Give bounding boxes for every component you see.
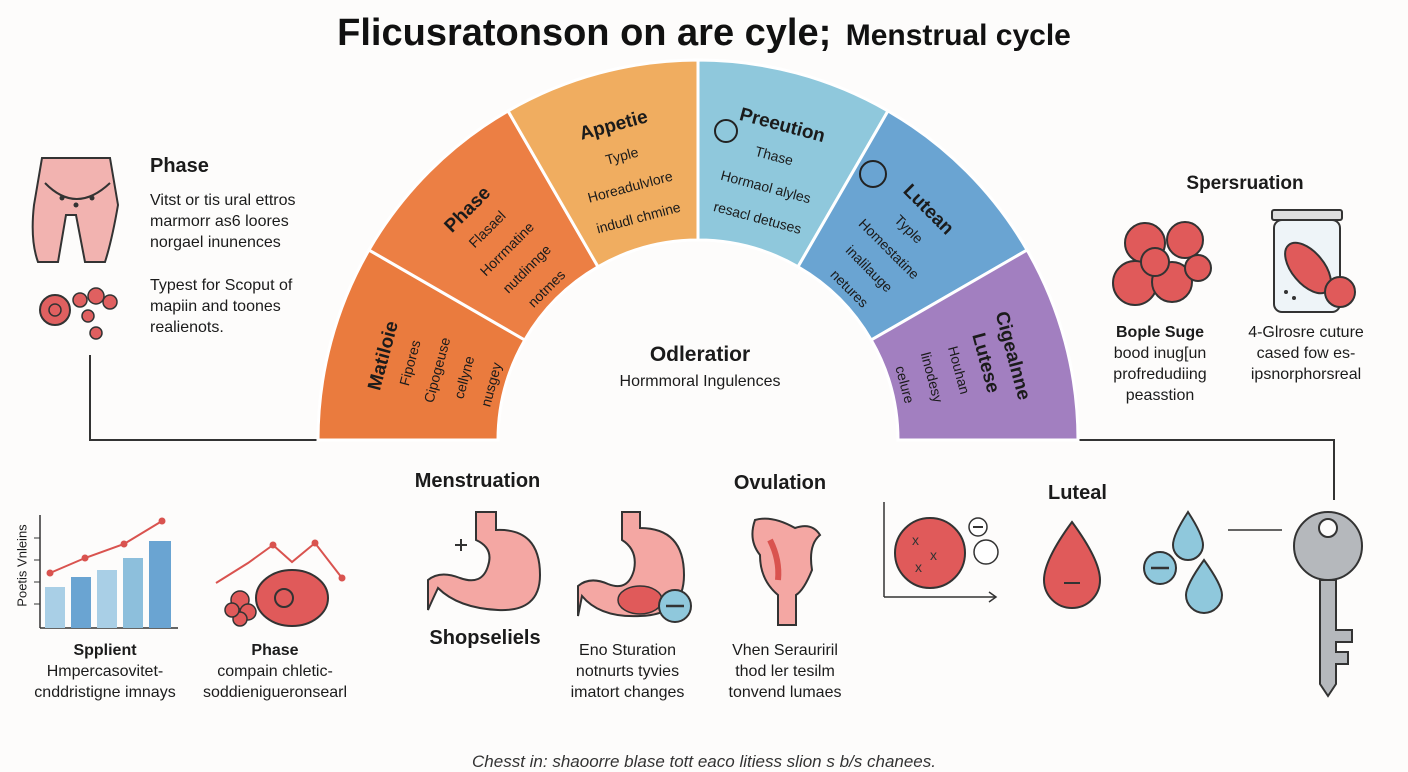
text-line: thod ler tesilm [735,663,835,680]
footer-caption: Chesst in: shaoorre blase tott eaco liti… [472,752,936,771]
text-line: cnddristigne imnays [34,684,176,701]
water-drops-icon [1143,510,1224,614]
circle-marker-icon [714,119,738,143]
text-line: Bople Suge [1115,324,1204,341]
chart-caption: Spplient Hmpercasovitet- cnddristigne im… [10,640,200,703]
left-heading: Phase [150,155,209,177]
svg-text:x: x [930,547,937,563]
right-text-block-1: Bople Suge bood inug[un profredudiing pe… [1090,322,1230,406]
text-line: mapiin and toones [150,298,281,315]
cells-cluster-icon [1112,221,1212,306]
circle-marker-icon [859,160,887,188]
pelvis-icon [31,157,120,263]
text-line: tonvend lumaes [728,684,842,701]
key-icon [1293,511,1363,698]
text-line: Typest for Scoput of [150,277,293,294]
left-text-block-2: Typest for Scoput of mapiin and toones r… [150,275,292,338]
text-line: ipsnorphorsreal [1250,366,1362,383]
arc-center-title: Odleratior [649,343,751,366]
arc-segment [869,247,1080,442]
ovulation-caption: Vhen Serauriril thod ler tesilm tonvend … [715,640,855,703]
right-heading: Spersruation [1186,173,1304,194]
text-line: bood inug[un [1113,345,1207,362]
title-main: Flicusratonson on are cyle; [337,12,832,54]
left-text-block-1: Vitst or tis ural ettros marmorr as6 loo… [150,190,296,253]
text-line: marmorr as6 loores [150,213,289,230]
text-line: Hmpercasovitet- [46,663,164,680]
text-line: notnurts tyvies [575,663,680,680]
chart-ylabel-wrap: Poetis Vnleins [10,510,34,630]
stomach-icon [427,511,542,612]
phase-caption: Phase compain chletic- soddienigueronsea… [200,640,350,703]
text-line: Vitst or tis ural ettros [150,192,296,209]
page-title: Flicusratonson on are cyle; Menstrual cy… [0,12,1408,55]
chart-ylabel: Poetis Vnleins [14,524,30,607]
svg-text:x: x [912,532,919,548]
text-line: 4-Glrosre cuture [1248,324,1364,341]
text-line: Vhen Serauriril [732,642,838,659]
text-line: soddienigueronsearl [202,684,348,701]
stomach-minus-icon [577,511,692,623]
uterus-icon [751,517,822,626]
right-connector-line [1075,439,1335,500]
cell-plot-icon: x x x [883,502,999,603]
text-line: profredudiing [1113,366,1207,383]
text-line: compain chletic- [217,663,333,680]
text-line: norgael inunences [150,234,281,251]
luteal-heading: Luteal [1048,482,1107,504]
text-line: imatort changes [570,684,685,701]
blood-drop-icon [1042,520,1102,609]
stuartion-caption: Eno Sturation notnurts tyvies imatort ch… [555,640,700,703]
jar-icon [1271,209,1356,313]
ovary-trend-icon [215,539,346,627]
right-text-block-2: 4-Glrosre cuture cased fow es- ipsnorpho… [1230,322,1382,385]
text-line: realienots. [150,319,224,336]
blood-cells-icon [39,287,118,340]
arc-center-subtitle: Hormmoral Ingulences [619,373,781,390]
left-connector-line [89,355,320,441]
text-line: Phase [251,642,299,659]
ovulation-heading: Ovulation [733,472,827,494]
svg-text:x: x [915,559,922,575]
text-line: peasstion [1125,387,1195,404]
menstruation-label: Shopseliels [429,627,541,649]
title-sub: Menstrual cycle [845,19,1071,52]
text-line: Eno Sturation [579,642,676,659]
text-line: Spplient [73,642,137,659]
menstruation-heading: Menstruation [414,470,541,492]
text-line: cased fow es- [1256,345,1356,362]
bar-line-chart [34,515,178,629]
